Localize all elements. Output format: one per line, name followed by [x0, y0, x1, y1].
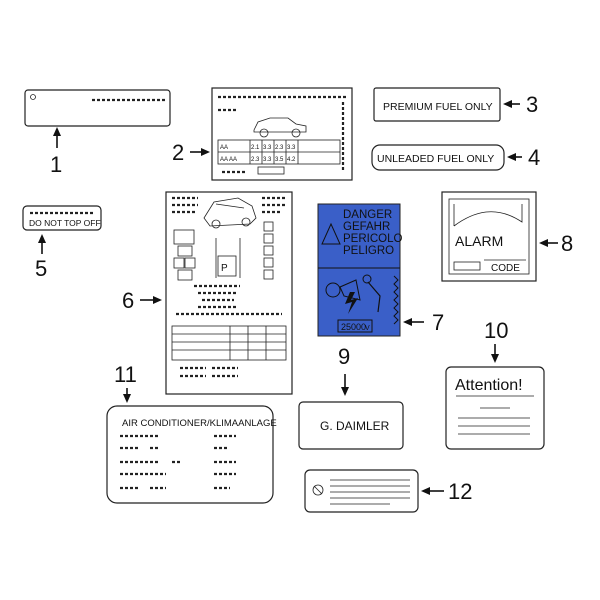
label-7-danger: DANGER GEFAHR PERICOLO PELIGRO 25000 V	[317, 203, 402, 337]
unleaded-fuel-text: UNLEADED FUEL ONLY	[377, 153, 494, 165]
callout-4: 4	[507, 145, 540, 170]
svg-text:2.3: 2.3	[251, 157, 260, 163]
callout-number-11: 11	[114, 362, 137, 387]
svg-text:2.1: 2.1	[251, 145, 260, 151]
label-6: P	[165, 191, 293, 395]
callout-number-4: 4	[528, 145, 540, 170]
label-12	[304, 469, 419, 513]
callout-9: 9	[338, 344, 350, 396]
callout-7: 7	[403, 310, 444, 335]
tire-pressure-table: AA AA AA 2.1 3.3 2.3 3.3 2.3 3.3 3.5 4.2	[217, 139, 341, 165]
svg-text:3.5: 3.5	[275, 157, 284, 163]
voltage-value: 25000	[341, 322, 366, 332]
callout-number-3: 3	[526, 92, 538, 117]
callout-12: 12	[421, 479, 472, 504]
callout-number-8: 8	[561, 231, 573, 256]
callout-6: 6	[122, 288, 162, 313]
gefahr-text: GEFAHR	[343, 221, 390, 233]
label-11: AIR CONDITIONER/KLIMAANLAGE	[106, 405, 277, 504]
label-3: PREMIUM FUEL ONLY	[373, 87, 501, 122]
info-table	[171, 325, 287, 361]
callout-8: 8	[539, 231, 573, 256]
callout-number-6: 6	[122, 288, 134, 313]
daimler-text: G. DAIMLER	[320, 419, 390, 433]
svg-text:P: P	[221, 263, 228, 274]
callout-1: 1	[50, 127, 62, 177]
pericolo-text: PERICOLO	[343, 233, 402, 245]
car-icon	[253, 117, 307, 138]
voltage-unit: V	[365, 325, 370, 332]
svg-text:AA AA: AA AA	[220, 157, 237, 163]
callout-2: 2	[172, 140, 210, 165]
callout-number-1: 1	[50, 152, 62, 177]
alarm-text: ALARM	[455, 233, 503, 249]
callout-number-9: 9	[338, 344, 350, 369]
callout-number-10: 10	[484, 318, 508, 343]
label-1	[24, 89, 171, 127]
callout-number-7: 7	[432, 310, 444, 335]
callout-3: 3	[503, 92, 538, 117]
label-2: AA AA AA 2.1 3.3 2.3 3.3 2.3 3.3 3.5 4.2	[211, 87, 353, 181]
label-10: Attention!	[445, 366, 545, 450]
svg-text:2.3: 2.3	[275, 145, 284, 151]
svg-text:4.2: 4.2	[287, 157, 296, 163]
label-5: DO NOT TOP OFF	[22, 205, 102, 231]
callout-5: 5	[35, 234, 47, 281]
label-4: UNLEADED FUEL ONLY	[371, 144, 505, 171]
label-8: ALARM CODE	[441, 191, 537, 282]
attention-text: Attention!	[455, 377, 523, 394]
svg-text:3.3: 3.3	[263, 145, 272, 151]
car-icon	[203, 197, 257, 229]
svg-text:AA: AA	[220, 145, 228, 151]
callout-number-5: 5	[35, 256, 47, 281]
callout-11: 11	[114, 362, 137, 403]
code-text: CODE	[491, 263, 520, 274]
high-voltage-icon	[325, 274, 399, 325]
svg-text:3.3: 3.3	[263, 157, 272, 163]
do-not-top-off-text: DO NOT TOP OFF	[29, 218, 101, 228]
svg-text:3.3: 3.3	[287, 145, 296, 151]
warning-triangle-icon	[321, 222, 341, 245]
danger-text: DANGER	[343, 209, 392, 221]
callout-number-12: 12	[448, 479, 472, 504]
callout-number-2: 2	[172, 140, 184, 165]
callout-10: 10	[484, 318, 508, 363]
no-symbol-icon	[312, 484, 324, 496]
peligro-text: PELIGRO	[343, 245, 394, 257]
label-9: G. DAIMLER	[298, 401, 404, 450]
premium-fuel-text: PREMIUM FUEL ONLY	[383, 101, 493, 113]
air-conditioner-text: AIR CONDITIONER/KLIMAANLAGE	[122, 418, 277, 429]
